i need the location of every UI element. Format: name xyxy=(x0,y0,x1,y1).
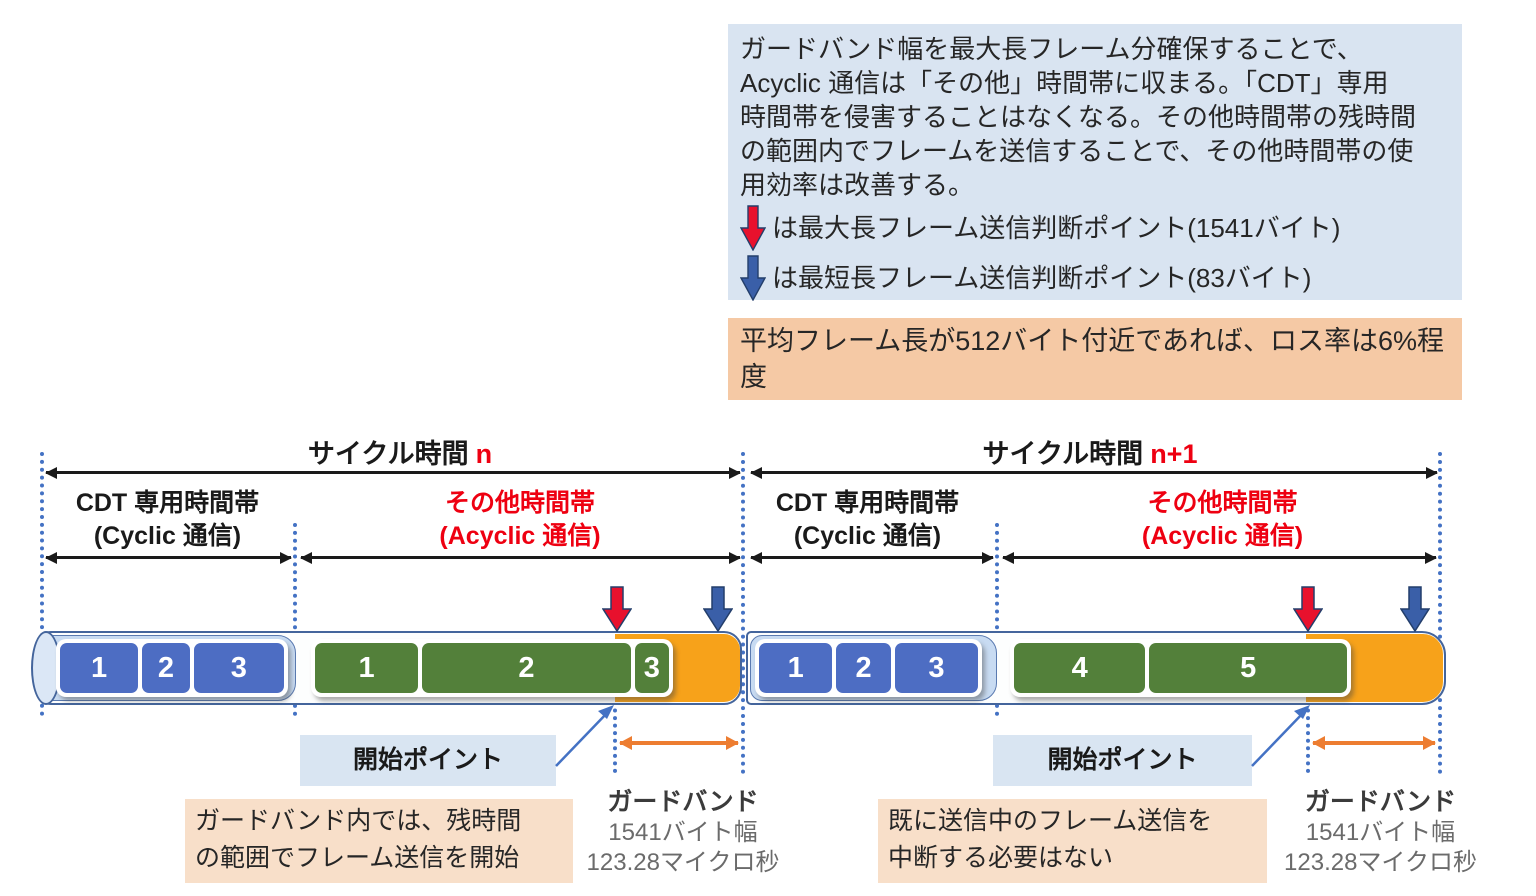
guard-band-start-dotted-line xyxy=(1306,701,1310,773)
cycle-n-title-label: サイクル時間 xyxy=(307,439,469,469)
max-frame-decision-arrow-n1 xyxy=(1292,586,1324,637)
red-down-arrow-icon xyxy=(740,205,766,251)
blue-down-arrow-icon xyxy=(740,255,766,301)
blue-down-arrow-icon xyxy=(1399,586,1431,633)
guard-band-info-box: ガードバンド幅を最大長フレーム分確保することで、 Acyclic 通信は「その他… xyxy=(728,24,1462,302)
other-label-line2: (Acyclic 通信) xyxy=(1141,522,1304,550)
cdt-frame: 3 xyxy=(894,643,979,693)
other-label-line2: (Acyclic 通信) xyxy=(439,522,601,550)
cdt-label-cycle-n: CDT 専用時間帯 (Cyclic 通信) xyxy=(55,487,280,553)
boundary-dotted-line xyxy=(40,452,44,716)
red-down-arrow-icon xyxy=(601,586,633,633)
guard-band-label-n: ガードバンド 1541バイト幅 123.28マイクロ秒 xyxy=(583,786,783,878)
guard-band-width-time: 123.28マイクロ秒 xyxy=(586,849,780,876)
start-point-pointer-line-n xyxy=(555,705,614,767)
other-label-line1: その他時間帯 xyxy=(444,489,595,517)
cdt-frame: 3 xyxy=(193,643,284,693)
acyclic-frame: 5 xyxy=(1149,643,1347,693)
guard-start-note: ガードバンド内では、残時間 の範囲でフレーム送信を開始 xyxy=(185,799,573,883)
guard-band-measure-arrow-n xyxy=(619,736,739,750)
guard-band-measure-arrow-n1 xyxy=(1312,736,1436,750)
acyclic-frame: 3 xyxy=(634,643,669,693)
cdt-frame: 2 xyxy=(836,643,891,693)
cdt-frame: 1 xyxy=(60,643,139,693)
cdt-span-arrow-n1 xyxy=(750,552,994,564)
loss-rate-note: 平均フレーム長が512バイト付近であれば、ロス率は6%程 度 xyxy=(728,318,1462,400)
min-frame-decision-arrow-n xyxy=(702,586,734,637)
boundary-dotted-line xyxy=(293,523,297,716)
cdt-span-arrow-n xyxy=(45,552,292,564)
start-point-label-n1: 開始ポイント xyxy=(993,735,1252,786)
start-point-pointer-line-n1 xyxy=(1251,705,1310,767)
acyclic-frame: 2 xyxy=(422,643,631,693)
blue-down-arrow-icon xyxy=(702,586,734,633)
cycle-n1-span-arrow xyxy=(750,467,1438,479)
cycle-n1-title-label: サイクル時間 xyxy=(982,439,1144,469)
max-frame-note: は最大長フレーム送信判断ポイント(1541バイト) xyxy=(772,213,1341,243)
boundary-dotted-line xyxy=(741,452,745,774)
cdt-label-line2: (Cyclic 通信) xyxy=(793,522,942,550)
cdt-frame: 2 xyxy=(142,643,190,693)
red-down-arrow-icon xyxy=(1292,586,1324,633)
cdt-frames-cycle-n1: 1 2 3 xyxy=(755,639,982,697)
cdt-label-cycle-n1: CDT 専用時間帯 (Cyclic 通信) xyxy=(755,487,980,553)
max-frame-decision-arrow-n xyxy=(601,586,633,637)
acyclic-frame: 4 xyxy=(1014,643,1146,693)
max-frame-note-row: は最大長フレーム送信判断ポイント(1541バイト) xyxy=(740,204,1462,252)
guard-band-width-bytes: 1541バイト幅 xyxy=(1305,819,1456,846)
cdt-label-line2: (Cyclic 通信) xyxy=(93,522,242,550)
guard-band-title: ガードバンド xyxy=(607,788,759,816)
guard-band-start-dotted-line xyxy=(613,701,617,773)
cycle-n-span-arrow xyxy=(45,467,741,479)
other-label-cycle-n: その他時間帯 (Acyclic 通信) xyxy=(395,487,645,553)
min-frame-note-row: は最短長フレーム送信判断ポイント(83バイト) xyxy=(740,254,1462,302)
guard-band-label-n1: ガードバンド 1541バイト幅 123.28マイクロ秒 xyxy=(1278,786,1483,878)
acyclic-frame: 1 xyxy=(315,643,419,693)
cycle-n-title-var: n xyxy=(475,439,493,469)
other-label-line1: その他時間帯 xyxy=(1147,489,1298,517)
boundary-dotted-line xyxy=(1438,452,1442,774)
acyclic-frames-cycle-n: 1 2 3 xyxy=(311,639,673,697)
min-frame-decision-arrow-n1 xyxy=(1399,586,1431,637)
cdt-label-line1: CDT 専用時間帯 xyxy=(775,489,960,517)
cycle-n1-title-var: n+1 xyxy=(1150,439,1198,469)
other-span-arrow-n xyxy=(300,552,741,564)
acyclic-frames-cycle-n1: 4 5 xyxy=(1010,639,1351,697)
guard-band-width-bytes: 1541バイト幅 xyxy=(608,819,758,846)
boundary-dotted-line xyxy=(995,523,999,716)
guard-band-title: ガードバンド xyxy=(1304,788,1457,816)
start-point-label-n: 開始ポイント xyxy=(300,735,556,786)
cdt-label-line1: CDT 専用時間帯 xyxy=(75,489,260,517)
min-frame-note: は最短長フレーム送信判断ポイント(83バイト) xyxy=(772,263,1312,293)
cdt-frame: 1 xyxy=(759,643,833,693)
no-interrupt-note: 既に送信中のフレーム送信を 中断する必要はない xyxy=(878,799,1267,883)
other-label-cycle-n1: その他時間帯 (Acyclic 通信) xyxy=(1095,487,1350,553)
guard-band-width-time: 123.28マイクロ秒 xyxy=(1284,849,1477,876)
info-paragraph: ガードバンド幅を最大長フレーム分確保することで、 Acyclic 通信は「その他… xyxy=(740,34,1417,200)
cdt-frames-cycle-n: 1 2 3 xyxy=(56,639,288,697)
other-span-arrow-n1 xyxy=(1002,552,1437,564)
